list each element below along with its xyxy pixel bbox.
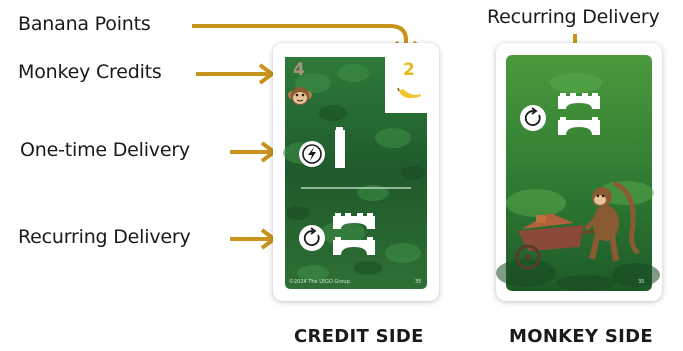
- monkey-card-number: 35: [638, 279, 645, 285]
- single-brick-icon: [335, 127, 345, 168]
- credit-side-card: 4 2 ©2024 The LEGO Group. 35: [273, 43, 439, 301]
- recurring-delivery-label-top: Recurring Delivery: [487, 6, 660, 28]
- monkey-credits-label: Monkey Credits: [18, 61, 162, 83]
- arch-bricks-icon-monkey-side: [558, 93, 600, 135]
- monkey-wheelbarrow-illustration: [515, 180, 640, 270]
- recurring-delivery-icon-monkey-side: [520, 105, 546, 131]
- monkey-credits-value: 4: [293, 60, 305, 80]
- arrow-one-time-delivery: [230, 141, 278, 163]
- recurring-delivery-icon: [299, 225, 325, 251]
- arrow-recurring-delivery-left: [230, 228, 278, 250]
- one-time-delivery-label: One-time Delivery: [20, 139, 190, 161]
- monkey-side-card: 35: [496, 43, 662, 301]
- banana-icon: [397, 87, 421, 99]
- arch-bricks-icon: [333, 213, 375, 255]
- credit-side-caption: CREDIT SIDE: [294, 326, 424, 347]
- banana-points-label: Banana Points: [18, 13, 151, 35]
- arrow-monkey-credits: [196, 63, 276, 85]
- recurring-delivery-label-left: Recurring Delivery: [18, 226, 191, 248]
- monkey-side-caption: MONKEY SIDE: [509, 326, 654, 347]
- credit-card-jungle-background: [283, 57, 427, 289]
- copyright-text: ©2024 The LEGO Group.: [289, 279, 352, 285]
- one-time-delivery-icon: [299, 141, 325, 167]
- monkey-face-icon: [288, 87, 312, 105]
- credit-card-number: 35: [415, 279, 422, 285]
- banana-points-value: 2: [403, 60, 415, 80]
